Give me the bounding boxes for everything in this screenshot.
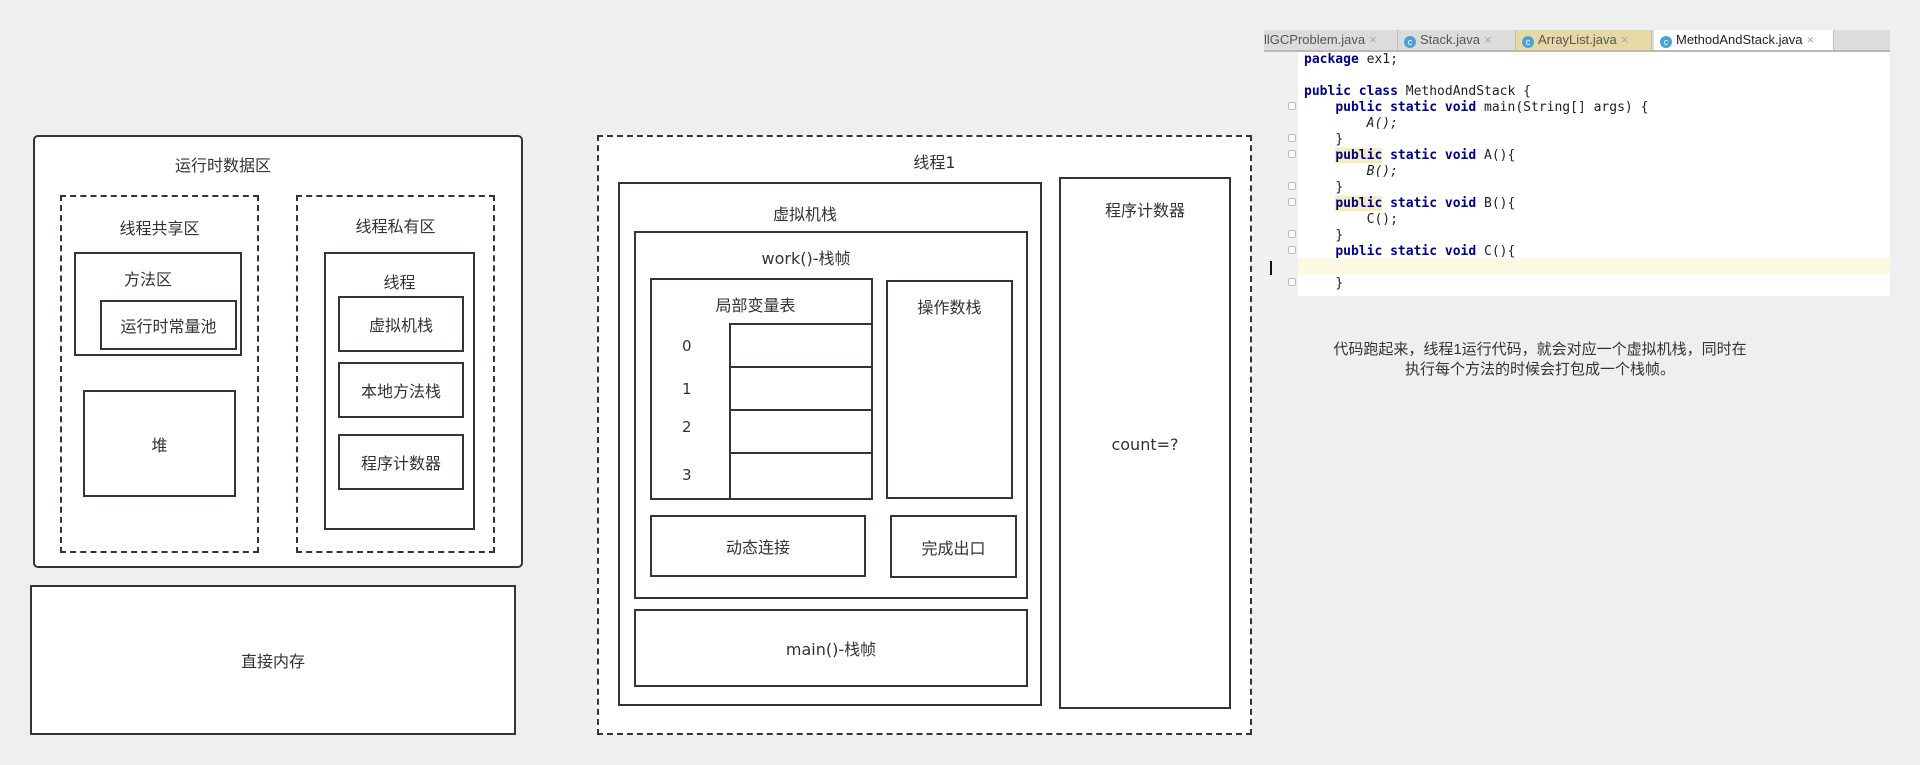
close-icon[interactable]: ×: [1806, 32, 1815, 47]
program-counter-label: 程序计数器: [1104, 201, 1185, 220]
runtime-data-area: 运行时数据区 线程共享区 方法区 运行时常量池 堆 线程私有区 线程 虚拟机栈 …: [33, 135, 523, 568]
dynamic-linking: 动态连接: [650, 515, 866, 577]
heap: 堆: [83, 390, 236, 497]
fold-icon[interactable]: [1288, 246, 1296, 254]
close-icon[interactable]: ×: [1369, 32, 1377, 47]
code-line: public static void B(){: [1335, 196, 1516, 211]
class-icon: c: [1404, 36, 1416, 48]
slot-index-0: 0: [682, 337, 692, 355]
vm-stack-label: 虚拟机栈: [772, 205, 837, 224]
fold-icon[interactable]: [1288, 150, 1296, 158]
slot-index-2: 2: [682, 418, 692, 436]
operand-stack-label: 操作数栈: [917, 298, 982, 317]
thread-1-label: 线程1: [913, 153, 956, 172]
method-area: 方法区 运行时常量池: [74, 252, 242, 356]
work-frame-label: work()-栈帧: [761, 249, 851, 268]
direct-memory: 直接内存: [30, 585, 516, 735]
code-line: }: [1335, 228, 1344, 243]
code-line: }: [1335, 180, 1344, 195]
main-stack-frame: main()-栈帧: [634, 609, 1028, 687]
runtime-data-area-label: 运行时数据区: [174, 156, 271, 175]
code-line: }: [1335, 276, 1344, 291]
fold-icon[interactable]: [1288, 230, 1296, 238]
note-line-2: 执行每个方法的时候会打包成一个栈帧。: [1404, 361, 1675, 378]
thread-box: 线程 虚拟机栈 本地方法栈 程序计数器: [324, 252, 475, 530]
slot-cell-0: [729, 323, 873, 368]
tab-label: MethodAndStack.java: [1676, 32, 1803, 47]
tab-label: Stack.java: [1420, 32, 1480, 47]
thread-label: 线程: [383, 273, 416, 292]
local-variable-table: 局部变量表 0 1 2 3: [650, 278, 873, 500]
code-line: package ex1;: [1304, 52, 1398, 67]
tab-methodandstack[interactable]: c MethodAndStack.java×: [1654, 30, 1834, 50]
fold-icon[interactable]: [1288, 102, 1296, 110]
tab-label: llGCProblem.java: [1264, 32, 1366, 47]
note-line-1: 代码跑起来，线程1运行代码，就会对应一个虚拟机栈，同时在: [1333, 341, 1747, 358]
class-icon: c: [1660, 36, 1672, 48]
tab-arraylist[interactable]: c ArrayList.java×: [1516, 30, 1652, 50]
thread-1: 线程1 虚拟机栈 work()-栈帧 局部变量表 0 1 2 3 操作数栈 动态…: [597, 135, 1252, 735]
program-counter-item: 程序计数器: [338, 434, 464, 490]
code-line: }: [1335, 132, 1344, 147]
code-line: [1304, 68, 1890, 84]
tab-label: ArrayList.java: [1538, 32, 1617, 47]
current-line-highlight: [1298, 258, 1890, 274]
fold-icon[interactable]: [1288, 182, 1296, 190]
slot-index-1: 1: [682, 380, 692, 398]
fold-icon[interactable]: [1288, 198, 1296, 206]
close-icon[interactable]: ×: [1620, 32, 1629, 47]
close-icon[interactable]: ×: [1483, 32, 1492, 47]
code-line: public static void main(String[] args) {: [1335, 100, 1649, 115]
operand-stack: 操作数栈: [886, 280, 1013, 499]
text-cursor: [1270, 260, 1272, 275]
local-variable-table-label: 局部变量表: [715, 296, 796, 315]
thread-shared-area-label: 线程共享区: [119, 219, 200, 238]
code-line: C();: [1366, 212, 1398, 227]
thread-shared-area: 线程共享区 方法区 运行时常量池 堆: [60, 195, 259, 553]
fold-icon[interactable]: [1288, 134, 1296, 142]
work-stack-frame: work()-栈帧 局部变量表 0 1 2 3 操作数栈 动态连接 完成出口: [634, 231, 1028, 599]
program-counter-value: count=?: [1111, 435, 1179, 454]
return-address: 完成出口: [890, 515, 1017, 578]
program-counter: 程序计数器 count=?: [1059, 177, 1231, 709]
vm-stack: 虚拟机栈 work()-栈帧 局部变量表 0 1 2 3 操作数栈 动态连接 完…: [618, 182, 1042, 706]
code-line: A();: [1366, 116, 1398, 131]
slot-cell-3: [729, 452, 873, 500]
tab-stack[interactable]: c Stack.java×: [1398, 30, 1516, 50]
method-area-label: 方法区: [123, 270, 172, 289]
vm-stack-item: 虚拟机栈: [338, 296, 464, 352]
explanation-note: 代码跑起来，线程1运行代码，就会对应一个虚拟机栈，同时在 执行每个方法的时候会打…: [1290, 340, 1790, 380]
code-line: public class MethodAndStack {: [1304, 84, 1531, 99]
native-method-stack-item: 本地方法栈: [338, 362, 464, 418]
code-line: public static void C(){: [1335, 244, 1516, 259]
slot-cell-1: [729, 366, 873, 411]
code-area[interactable]: package ex1; public class MethodAndStack…: [1270, 52, 1890, 292]
editor-gutter: [1264, 52, 1298, 296]
tab-llgcproblem[interactable]: llGCProblem.java×: [1264, 30, 1398, 50]
library-class-icon: c: [1522, 36, 1534, 48]
code-line-cursor: [1270, 260, 1890, 276]
code-line: B();: [1366, 164, 1398, 179]
code-line: public static void A(){: [1335, 148, 1516, 163]
thread-private-area-label: 线程私有区: [355, 217, 436, 236]
thread-private-area: 线程私有区 线程 虚拟机栈 本地方法栈 程序计数器: [296, 195, 495, 553]
runtime-constant-pool: 运行时常量池: [100, 300, 237, 350]
slot-index-3: 3: [682, 466, 692, 484]
fold-icon[interactable]: [1288, 278, 1296, 286]
slot-cell-2: [729, 409, 873, 454]
